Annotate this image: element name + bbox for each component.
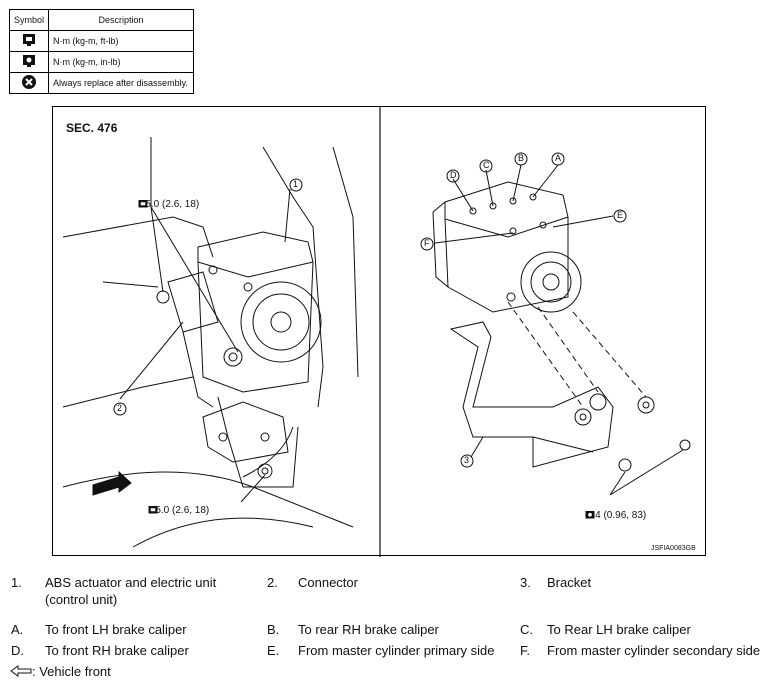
always-replace-icon bbox=[8, 72, 50, 94]
callout-c: C bbox=[483, 160, 490, 170]
torque-value: 25.0 (2.6, 18) bbox=[139, 199, 200, 210]
legend-text: From master cylinder primary side bbox=[298, 643, 495, 658]
section-label: SEC. 476 bbox=[66, 121, 118, 135]
vehicle-front-label: : Vehicle front bbox=[32, 664, 111, 679]
torque-label-lower: 25.0 (2.6, 18) bbox=[147, 505, 209, 516]
torque-value: 25.0 (2.6, 18) bbox=[149, 505, 210, 516]
legend-text: ABS actuator and electric unit (control … bbox=[45, 575, 217, 607]
callout-3: 3 bbox=[464, 455, 470, 465]
legend-num: A. bbox=[11, 622, 24, 637]
callout-d: D bbox=[450, 170, 457, 180]
symbol-header: Symbol bbox=[8, 9, 50, 31]
symbol-description: N·m (kg-m, ft-lb) bbox=[48, 30, 195, 52]
legend-num: C. bbox=[520, 622, 533, 637]
legend-text: To front LH brake caliper bbox=[45, 622, 187, 637]
torque-value: 9.4 (0.96, 83) bbox=[586, 510, 647, 521]
legend-text: To front RH brake caliper bbox=[45, 643, 189, 658]
torque-wrench-icon bbox=[8, 30, 50, 52]
callout-1: 1 bbox=[293, 179, 299, 189]
callout-b: B bbox=[518, 153, 525, 163]
legend-text: Connector bbox=[298, 575, 358, 590]
legend-text: To rear RH brake caliper bbox=[298, 622, 439, 637]
torque-label-upper: 25.0 (2.6, 18) bbox=[137, 199, 199, 210]
description-header: Description bbox=[48, 9, 195, 31]
legend-num: 3. bbox=[520, 575, 531, 590]
symbol-description: Always replace after disassembly. bbox=[48, 72, 195, 94]
vehicle-front-note: : Vehicle front bbox=[10, 663, 111, 681]
figure-drawing bbox=[62, 107, 691, 557]
callout-a: A bbox=[555, 153, 562, 163]
legend-text: To Rear LH brake caliper bbox=[547, 622, 691, 637]
arrow-left-icon bbox=[10, 664, 32, 681]
legend-num: E. bbox=[267, 643, 280, 658]
callout-f: F bbox=[424, 238, 430, 248]
symbol-description: N·m (kg-m, in-lb) bbox=[48, 51, 195, 73]
legend-text: Bracket bbox=[547, 575, 592, 590]
legend-text: From master cylinder secondary side bbox=[547, 643, 761, 658]
symbol-table: Symbol Description N·m (kg-m, ft-lb) N·m… bbox=[8, 9, 195, 94]
abs-actuator-figure: SEC. 476 25.0 (2.6, 18) 25.0 (2.6, 18) 9… bbox=[52, 106, 706, 557]
torque-label-right: 9.4 (0.96, 83) bbox=[584, 510, 646, 521]
callout-2: 2 bbox=[117, 403, 123, 413]
legend-num: 1. bbox=[11, 575, 22, 590]
torque-wrench-small-icon bbox=[8, 51, 50, 73]
legend-num: F. bbox=[520, 643, 531, 658]
legend-num: B. bbox=[267, 622, 280, 637]
legend-num: 2. bbox=[267, 575, 278, 590]
legend-num: D. bbox=[11, 643, 24, 658]
figure-code: JSFIA0083GB bbox=[651, 545, 696, 552]
callout-e: E bbox=[617, 210, 624, 220]
